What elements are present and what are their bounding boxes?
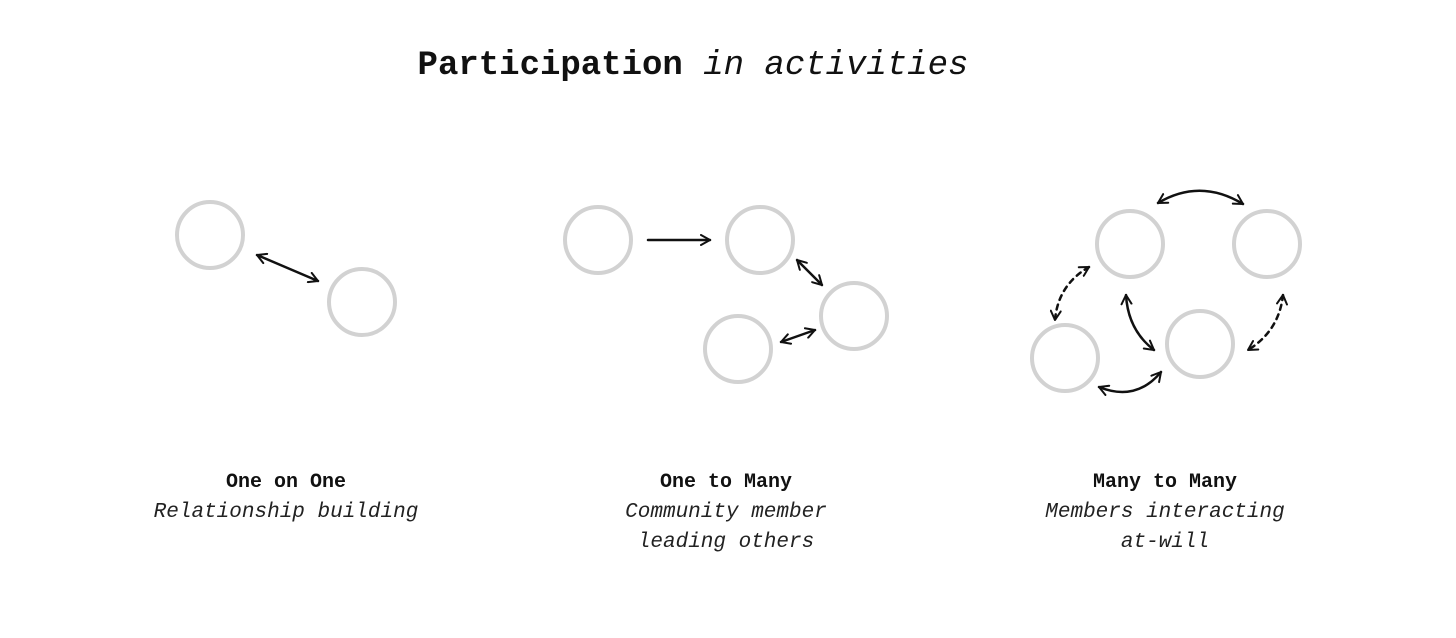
- dashed-two-way-arrow: [1049, 265, 1091, 322]
- member-node: [819, 281, 889, 351]
- member-node: [563, 205, 633, 275]
- panel-title: Many to Many: [1092, 471, 1238, 494]
- two-way-arrow: [779, 327, 817, 345]
- caption-many-to-many: Many to Many Members interacting at-will: [985, 468, 1345, 558]
- member-node: [1030, 323, 1100, 393]
- panel-subtitle: Community member leading others: [625, 501, 827, 554]
- member-node: [1232, 209, 1302, 279]
- member-node: [1095, 209, 1165, 279]
- title-bold: Participation: [417, 47, 683, 85]
- two-way-arrow: [255, 252, 320, 284]
- panel-one-to-many: [563, 205, 889, 384]
- curved-two-way-arrow: [1156, 189, 1245, 206]
- title-italic: in activities: [703, 47, 969, 85]
- panel-subtitle: Members interacting at-will: [1045, 501, 1285, 554]
- panel-title: One on One: [225, 471, 347, 494]
- member-node: [327, 267, 397, 337]
- curved-two-way-arrow: [1097, 370, 1163, 397]
- panel-one-on-one: [175, 200, 397, 337]
- caption-one-on-one: One on One Relationship building: [106, 468, 466, 528]
- panel-many-to-many: [1030, 209, 1302, 393]
- member-node: [703, 314, 773, 384]
- dashed-two-way-arrow: [1246, 293, 1288, 352]
- curved-two-way-arrow: [1120, 293, 1156, 352]
- member-node: [1165, 309, 1235, 379]
- two-way-arrow: [795, 258, 824, 287]
- diagram-title: Participation in activities: [0, 44, 1386, 88]
- panel-subtitle: Relationship building: [153, 501, 419, 524]
- member-node: [175, 200, 245, 270]
- panel-title: One to Many: [659, 471, 793, 494]
- caption-one-to-many: One to Many Community member leading oth…: [546, 468, 906, 558]
- member-node: [725, 205, 795, 275]
